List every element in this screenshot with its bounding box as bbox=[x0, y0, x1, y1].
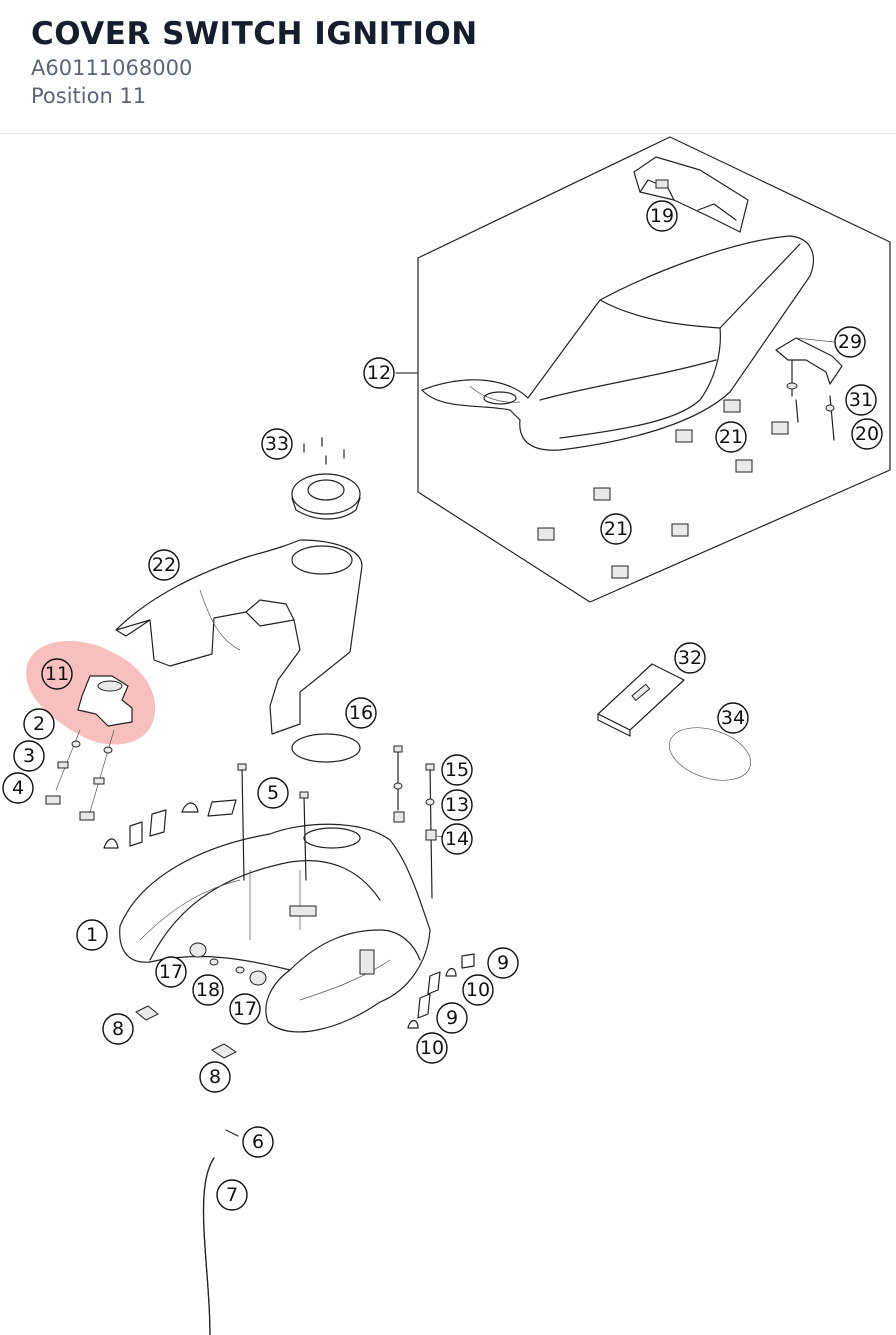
svg-text:19: 19 bbox=[650, 205, 674, 227]
svg-text:9: 9 bbox=[497, 952, 509, 974]
svg-text:2: 2 bbox=[33, 713, 45, 735]
rubber-mounts-drawing bbox=[189, 942, 267, 986]
callout-34[interactable]: 34 bbox=[717, 702, 749, 734]
part-header: COVER SWITCH IGNITION A60111068000 Posit… bbox=[0, 0, 896, 134]
svg-text:7: 7 bbox=[226, 1184, 238, 1206]
tool-pouch-drawing bbox=[597, 663, 685, 737]
callout-5[interactable]: 5 bbox=[257, 777, 289, 809]
tank-screws-drawing bbox=[237, 745, 437, 899]
tank-cover-drawing bbox=[115, 539, 363, 735]
callout-17-lower[interactable]: 17 bbox=[229, 993, 261, 1025]
svg-text:6: 6 bbox=[252, 1131, 264, 1153]
callout-8-lower[interactable]: 8 bbox=[199, 1061, 231, 1093]
fuel-tank-drawing bbox=[119, 823, 431, 1033]
svg-text:4: 4 bbox=[12, 777, 24, 799]
callout-15[interactable]: 15 bbox=[441, 754, 473, 786]
callout-16[interactable]: 16 bbox=[345, 697, 377, 729]
svg-text:9: 9 bbox=[446, 1007, 458, 1029]
callout-29[interactable]: 29 bbox=[834, 326, 866, 358]
svg-text:8: 8 bbox=[112, 1018, 124, 1040]
callout-20[interactable]: 20 bbox=[851, 418, 883, 450]
callout-13[interactable]: 13 bbox=[441, 789, 473, 821]
svg-text:34: 34 bbox=[721, 707, 745, 729]
tank-pads-drawing bbox=[103, 799, 237, 849]
callout-9-lower[interactable]: 9 bbox=[436, 1002, 468, 1034]
callout-19[interactable]: 19 bbox=[646, 200, 678, 232]
svg-text:22: 22 bbox=[152, 554, 176, 576]
svg-text:21: 21 bbox=[719, 426, 743, 448]
svg-text:31: 31 bbox=[849, 389, 873, 411]
exploded-parts-diagram: 1 2 3 4 5 6 7 8 8 9 9 10 10 10 11 12 13 … bbox=[2, 136, 891, 1335]
callout-3[interactable]: 3 bbox=[13, 740, 45, 772]
svg-text:14: 14 bbox=[445, 828, 469, 850]
callout-8-upper[interactable]: 8 bbox=[102, 1013, 134, 1045]
callout-10-lower[interactable]: 10 bbox=[416, 1032, 448, 1064]
fuel-cap-drawing bbox=[291, 437, 361, 520]
callout-14[interactable]: 14 bbox=[441, 823, 473, 855]
callout-22[interactable]: 22 bbox=[148, 549, 180, 581]
o-ring-drawing bbox=[291, 733, 361, 763]
svg-text:3: 3 bbox=[23, 745, 35, 767]
seat-drawing bbox=[421, 235, 814, 451]
svg-text:12: 12 bbox=[367, 362, 391, 384]
svg-text:33: 33 bbox=[265, 433, 289, 455]
svg-text:11: 11 bbox=[45, 663, 69, 685]
callout-12[interactable]: 12 bbox=[363, 357, 395, 389]
callout-2[interactable]: 2 bbox=[23, 708, 55, 740]
side-pads-drawing bbox=[407, 953, 475, 1029]
callout-11[interactable]: 11 bbox=[41, 658, 73, 690]
svg-text:13: 13 bbox=[445, 794, 469, 816]
seal-ring-drawing bbox=[669, 727, 751, 781]
callout-17-upper[interactable]: 17 bbox=[155, 956, 187, 988]
svg-text:32: 32 bbox=[678, 647, 702, 669]
ignition-switch-cover-drawing bbox=[45, 675, 133, 821]
svg-text:20: 20 bbox=[855, 423, 879, 445]
svg-text:10: 10 bbox=[466, 979, 490, 1001]
callout-7[interactable]: 7 bbox=[216, 1179, 248, 1211]
callout-6[interactable]: 6 bbox=[242, 1126, 274, 1158]
callout-21-lower[interactable]: 21 bbox=[600, 513, 632, 545]
callout-9-upper[interactable]: 9 bbox=[487, 947, 519, 979]
callout-33[interactable]: 33 bbox=[261, 428, 293, 460]
svg-text:1: 1 bbox=[86, 924, 98, 946]
seat-kit-boundary bbox=[417, 136, 891, 603]
svg-text:5: 5 bbox=[267, 782, 279, 804]
callout-1[interactable]: 1 bbox=[76, 919, 108, 951]
svg-text:17: 17 bbox=[233, 998, 257, 1020]
seat-bracket-drawing bbox=[775, 337, 843, 441]
callout-31[interactable]: 31 bbox=[845, 384, 877, 416]
part-number: A60111068000 bbox=[31, 56, 193, 80]
seat-clips-drawing bbox=[537, 399, 789, 579]
grab-handle-drawing bbox=[633, 156, 749, 233]
callout-10-upper[interactable]: 10 bbox=[462, 974, 494, 1006]
page-title: COVER SWITCH IGNITION bbox=[31, 16, 478, 52]
svg-text:10: 10 bbox=[420, 1037, 444, 1059]
svg-text:16: 16 bbox=[349, 702, 373, 724]
callout-32[interactable]: 32 bbox=[674, 642, 706, 674]
callout-21-upper[interactable]: 21 bbox=[715, 421, 747, 453]
svg-text:29: 29 bbox=[838, 331, 862, 353]
clips-drawing bbox=[135, 1005, 237, 1059]
callout-4[interactable]: 4 bbox=[2, 772, 34, 804]
svg-text:8: 8 bbox=[209, 1066, 221, 1088]
position-label: Position 11 bbox=[31, 84, 147, 108]
svg-text:15: 15 bbox=[445, 759, 469, 781]
vent-hose-drawing bbox=[202, 1129, 239, 1335]
svg-text:18: 18 bbox=[196, 979, 220, 1001]
svg-text:21: 21 bbox=[604, 518, 628, 540]
callout-18[interactable]: 18 bbox=[192, 974, 224, 1006]
svg-text:17: 17 bbox=[159, 961, 183, 983]
